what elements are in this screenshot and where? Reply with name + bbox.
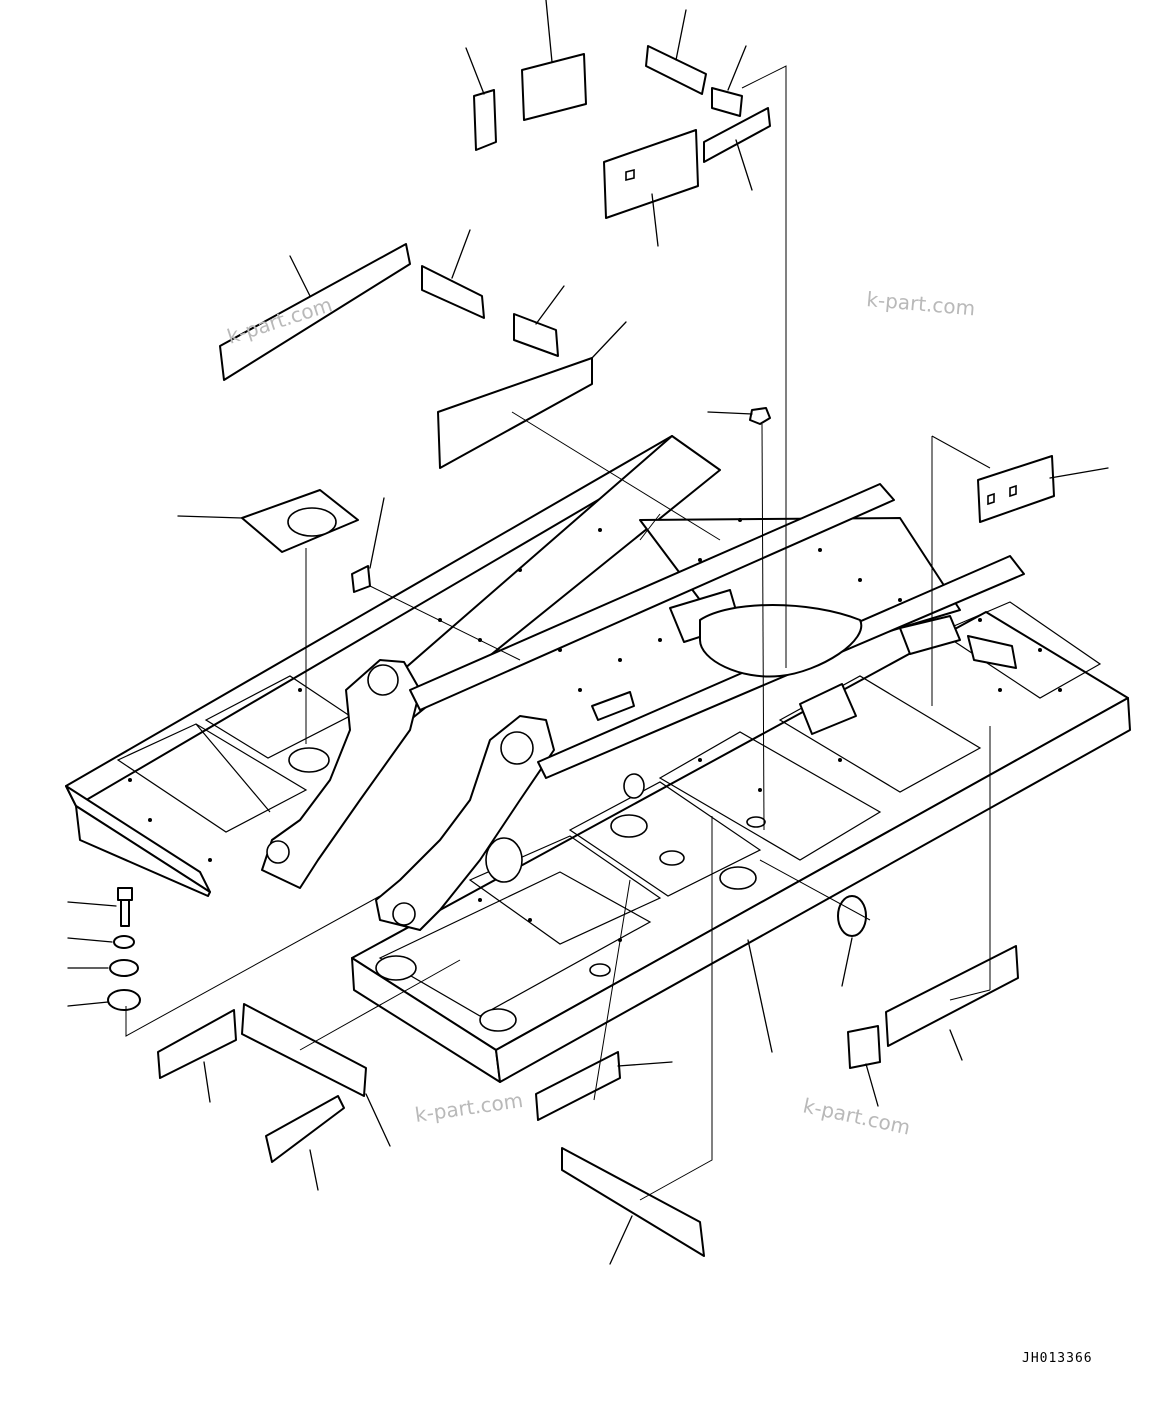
reference-lines bbox=[125, 65, 991, 1201]
watermark: k-part.com bbox=[413, 1088, 524, 1127]
leader-lines bbox=[67, 0, 1109, 1265]
drawing-code: JH013366 bbox=[1022, 1351, 1093, 1366]
watermark: k-part.com bbox=[866, 287, 977, 320]
watermark: k-part.com bbox=[801, 1093, 913, 1139]
revolving-frame bbox=[65, 435, 1131, 1083]
